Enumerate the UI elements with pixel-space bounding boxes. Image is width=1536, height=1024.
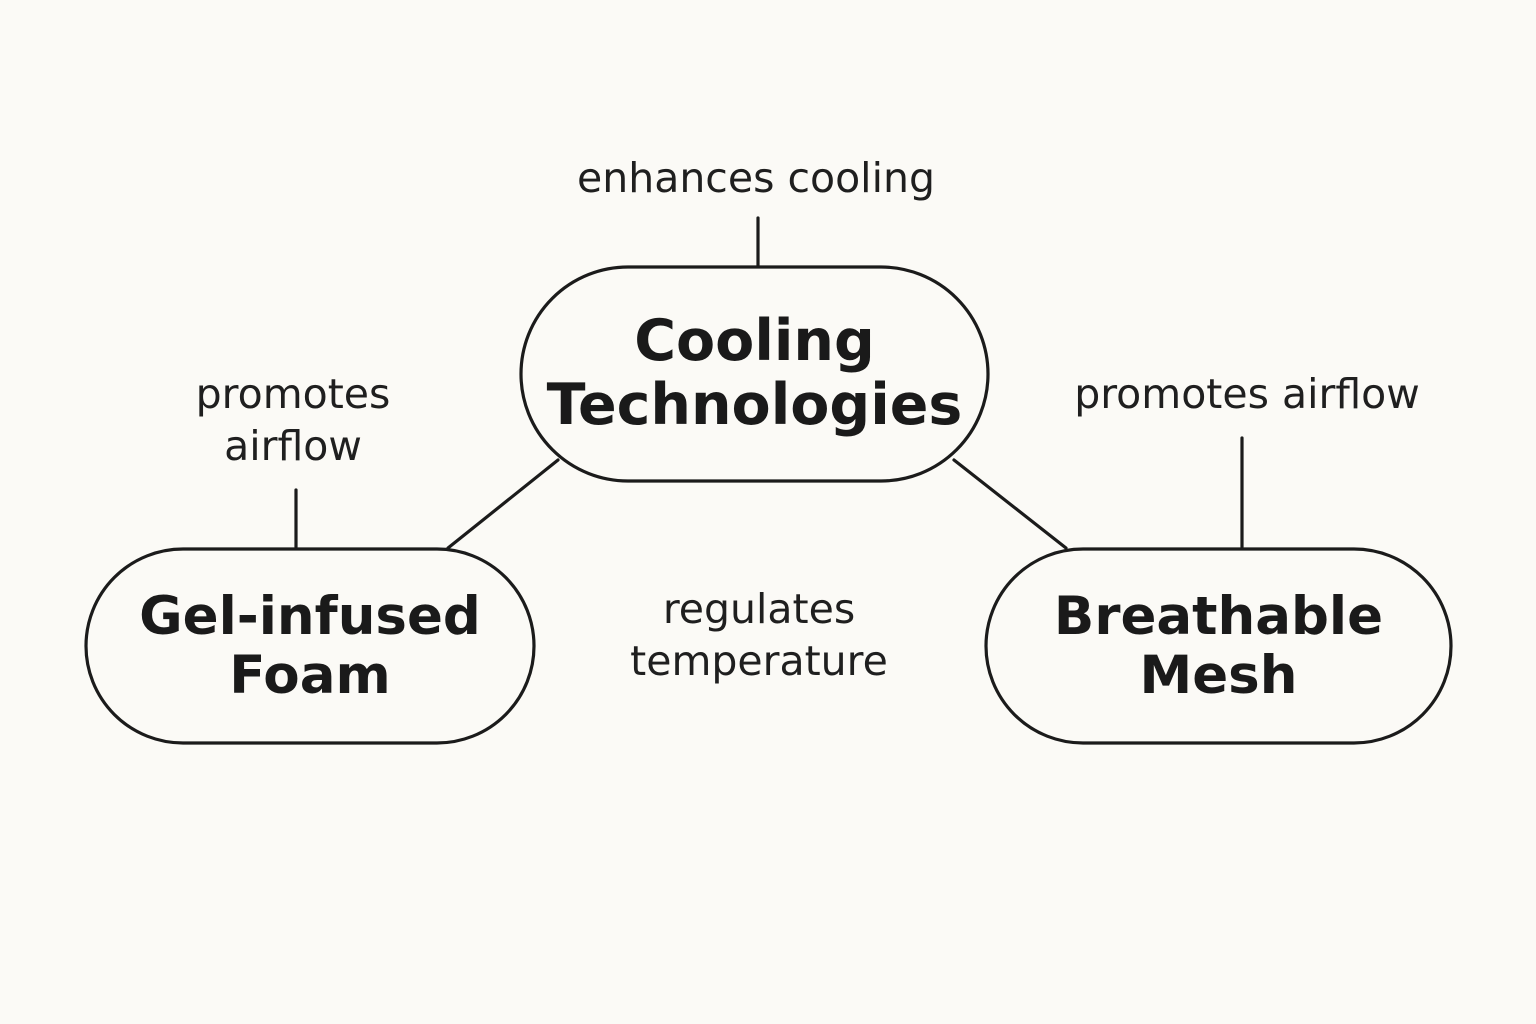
node-left-line1: Gel-infused (139, 585, 481, 647)
label-left-line2: airflow (224, 422, 362, 471)
label-promotes-airflow-right: promotes airflow (1022, 368, 1472, 420)
label-promotes-airflow-left: promotes airflow (143, 368, 443, 473)
node-center-line2: Technologies (546, 372, 963, 438)
node-left-outline (84, 547, 536, 745)
label-right-text: promotes airflow (1074, 370, 1420, 418)
label-bottom-line1: regulates (662, 585, 856, 633)
connector-center-left-node (446, 458, 560, 550)
node-breathable-mesh[interactable]: Breathable Mesh (986, 549, 1451, 743)
node-right-line2: Mesh (1139, 645, 1298, 706)
node-right-line1: Breathable (1053, 585, 1384, 647)
node-cooling-technologies[interactable]: Cooling Technologies (521, 267, 988, 481)
node-gel-infused-foam[interactable]: Gel-infused Foam (86, 549, 534, 743)
label-regulates-temperature: regulates temperature (559, 583, 959, 688)
node-center-line1: Cooling (634, 308, 875, 375)
node-center-outline (519, 265, 990, 483)
connector-center-right-node (952, 458, 1068, 550)
label-bottom-line2: temperature (630, 637, 888, 686)
label-enhances-cooling: enhances cooling (506, 152, 1006, 204)
label-top-text: enhances cooling (577, 154, 935, 202)
label-left-line1: promotes (195, 370, 391, 418)
node-right-outline (984, 547, 1453, 745)
node-left-line2: Foam (229, 645, 391, 706)
